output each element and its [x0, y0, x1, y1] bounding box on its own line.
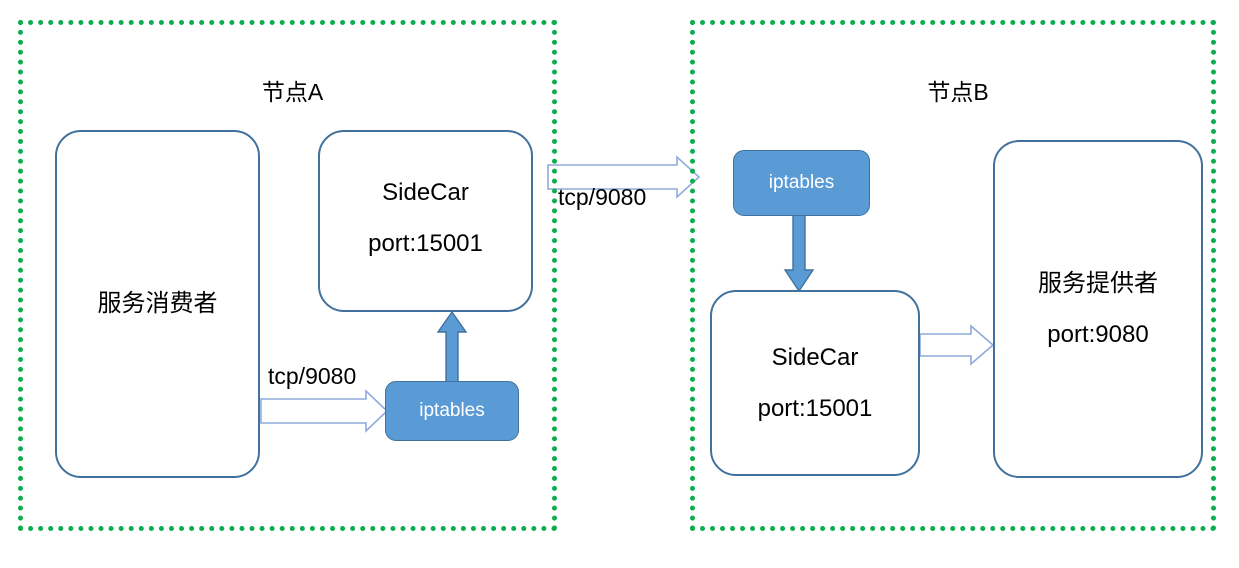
box-sidecar-b[interactable]: SideCar port:15001 [710, 290, 920, 476]
box-service-provider[interactable]: 服务提供者 port:9080 [993, 140, 1203, 478]
box-service-provider-title: 服务提供者 [1038, 269, 1158, 297]
edge-label-sidecar-a-to-node-b: tcp/9080 [558, 184, 647, 210]
box-sidecar-a[interactable]: SideCar port:15001 [318, 130, 533, 312]
pill-iptables-a-label: iptables [419, 400, 485, 421]
edge-label-consumer-to-iptables-a: tcp/9080 [268, 363, 357, 389]
node-b-title: 节点B [927, 79, 989, 105]
pill-iptables-b[interactable]: iptables [733, 150, 870, 216]
node-panel-b[interactable]: 节点B [690, 20, 1216, 531]
pill-iptables-b-label: iptables [768, 172, 835, 193]
box-sidecar-a-title: SideCar [382, 178, 469, 206]
box-sidecar-a-port: port:15001 [368, 230, 483, 257]
box-sidecar-b-port: port:15001 [757, 395, 873, 422]
box-service-consumer-label: 服务消费者 [97, 290, 218, 318]
box-service-consumer[interactable]: 服务消费者 [55, 130, 260, 478]
box-service-provider-port: port:9080 [1047, 321, 1149, 348]
box-sidecar-b-title: SideCar [771, 343, 859, 371]
node-panel-a[interactable]: 节点A [18, 20, 557, 531]
pill-iptables-a[interactable]: iptables [385, 381, 519, 441]
node-a-title: 节点A [261, 79, 324, 105]
